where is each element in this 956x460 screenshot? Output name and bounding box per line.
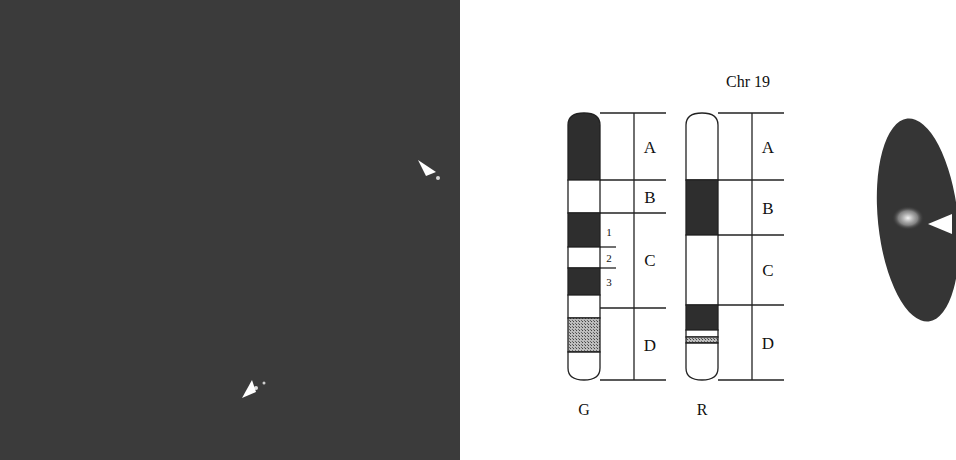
- arrowhead: [928, 214, 952, 234]
- band-label: A: [762, 139, 774, 156]
- chromosome-title: Chr 19: [726, 74, 770, 90]
- banding-type: G: [578, 402, 590, 418]
- band-label: C: [644, 252, 655, 269]
- subband-number: 1: [606, 227, 612, 238]
- band-label: C: [762, 262, 773, 279]
- banding-type: R: [697, 402, 708, 418]
- band-label: D: [644, 337, 656, 354]
- g-banded-ideogram: [568, 113, 666, 380]
- band-label: B: [762, 200, 773, 217]
- subband-number: 3: [606, 277, 612, 288]
- micrograph-wide: [0, 0, 460, 460]
- band-label: B: [644, 189, 655, 206]
- chromosome-image: [868, 114, 956, 325]
- subband-number: 2: [606, 253, 612, 264]
- arrowhead: [242, 380, 256, 398]
- arrowhead: [418, 160, 436, 176]
- r-banded-ideogram: [686, 113, 784, 380]
- band-label: A: [644, 139, 656, 156]
- band-label: D: [762, 335, 774, 352]
